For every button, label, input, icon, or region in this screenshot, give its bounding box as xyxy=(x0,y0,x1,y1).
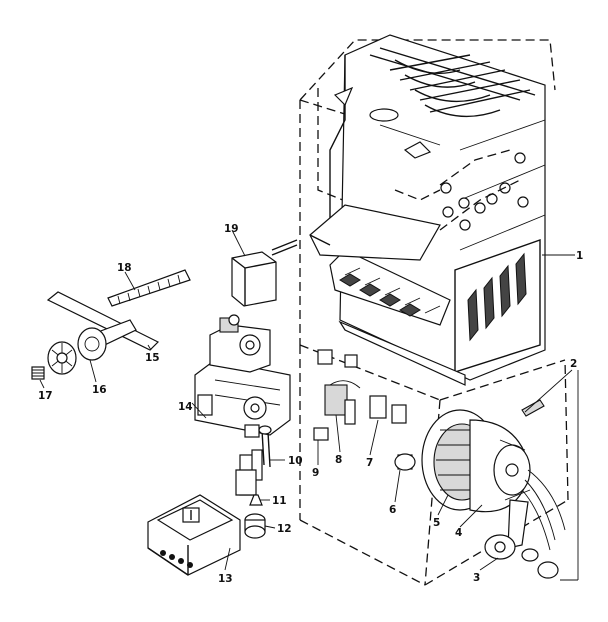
callout-5: 5 xyxy=(433,517,440,529)
heat-exchanger-fins xyxy=(369,47,536,118)
callout-12: 12 xyxy=(277,523,292,535)
burner-tube xyxy=(77,319,137,361)
gas-valve xyxy=(194,314,291,438)
callout-17: 17 xyxy=(38,390,53,402)
burner-venturi-ring xyxy=(47,341,77,375)
callout-2: 2 xyxy=(570,358,577,370)
orifice xyxy=(249,494,263,506)
heat-exchanger xyxy=(309,34,546,386)
callout-labels: 1 2 3 4 5 6 7 8 9 10 11 12 13 14 15 16 1… xyxy=(38,223,583,585)
inducer-blower xyxy=(421,399,566,551)
callout-14: 14 xyxy=(178,401,193,413)
burner-slots xyxy=(467,252,527,342)
callout-18: 18 xyxy=(117,262,132,274)
callout-4: 4 xyxy=(455,527,462,539)
callout-10: 10 xyxy=(288,455,303,467)
limit-switches xyxy=(313,349,407,441)
spud xyxy=(31,366,45,380)
pilot-assembly xyxy=(235,425,272,496)
callout-6: 6 xyxy=(389,504,396,516)
callout-3: 3 xyxy=(473,572,480,584)
callout-9: 9 xyxy=(312,467,319,479)
fitting xyxy=(244,513,266,539)
callout-11: 11 xyxy=(272,495,287,507)
sensor-probe xyxy=(231,239,298,307)
callout-1: 1 xyxy=(576,250,583,262)
leader-lines xyxy=(39,229,579,581)
callout-8: 8 xyxy=(335,454,342,466)
flue-chevrons xyxy=(394,149,521,231)
callout-15: 15 xyxy=(145,352,160,364)
pressure-switch-bracket xyxy=(484,499,559,579)
callout-19: 19 xyxy=(224,223,239,235)
callout-7: 7 xyxy=(366,457,373,469)
burner-manifold xyxy=(46,269,191,351)
callout-13: 13 xyxy=(218,573,233,585)
callout-16: 16 xyxy=(92,384,107,396)
ignition-control xyxy=(147,494,241,576)
heat-exchanger-bolts xyxy=(440,152,529,231)
rollout-switch xyxy=(394,453,416,471)
